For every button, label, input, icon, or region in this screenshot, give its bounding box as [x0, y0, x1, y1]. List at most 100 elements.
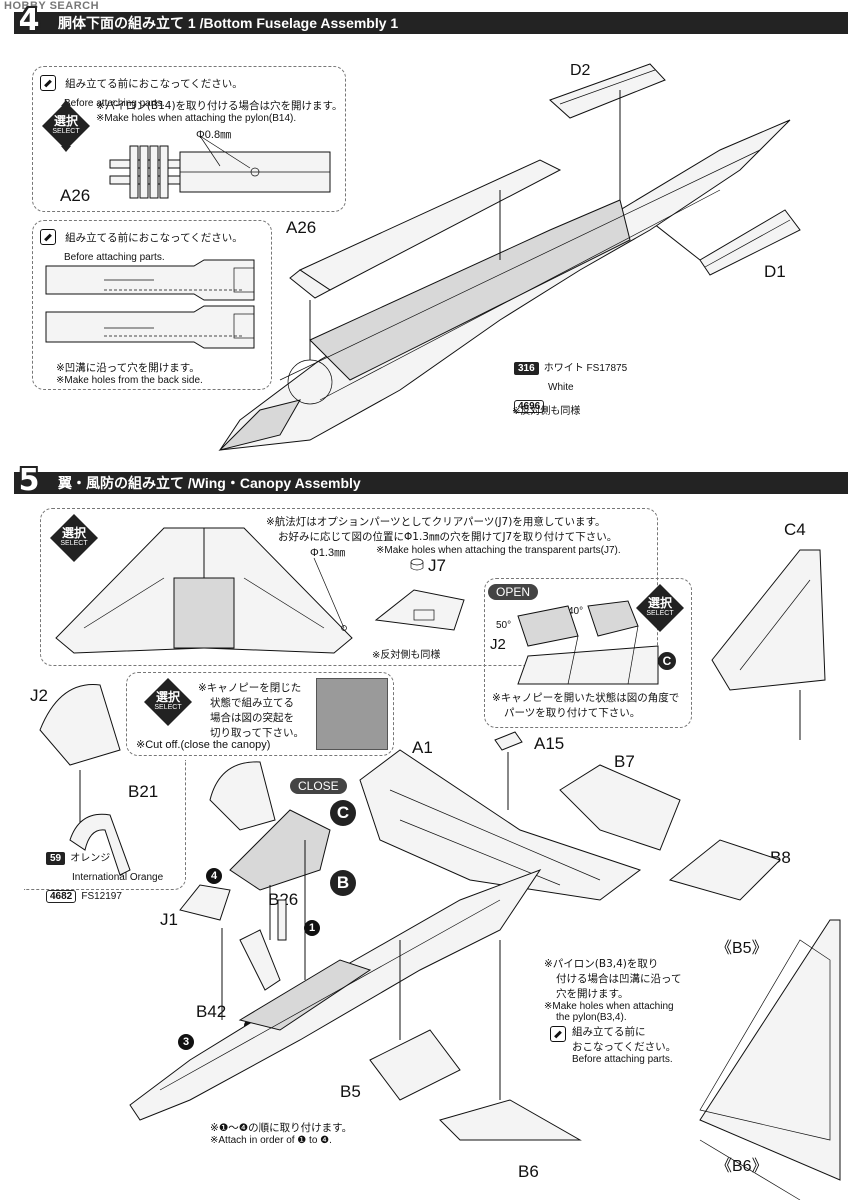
label-d1: D1 [764, 262, 786, 281]
open-select-en: SELECT [646, 610, 674, 617]
pylon-note-jp2: 付ける場合は凹溝に沿って [556, 973, 682, 985]
order-marker-4: 4 [206, 868, 222, 884]
paint-code-316: 316 [514, 362, 539, 375]
step4-opposite-note: ※反対側も同様 [512, 406, 581, 417]
step4-box2-note: 組み立てる前におこなってください。 Before attaching parts… [40, 226, 243, 264]
open-note-jp2: パーツを取り付けて下さい。 [504, 707, 641, 719]
label-a26: A26 [286, 218, 317, 237]
open-canopy-note: ※キャノピーを開いた状態は図の角度で パーツを取り付けて下さい。 [492, 690, 679, 720]
open-label: OPEN [488, 584, 539, 600]
label-j2: J2 [30, 686, 48, 705]
select-badge-icon [144, 678, 192, 726]
select-badge-icon [50, 514, 98, 562]
label-b5: B5 [340, 1082, 361, 1101]
bottom-fuselage-assembly-drawing [218, 63, 801, 451]
pylon-b34-note: ※パイロン(B3,4)を取り 付ける場合は凹溝に沿って 穴を開けます。 ※Mak… [544, 956, 681, 1023]
step5-title: 翼・風防の組み立て /Wing・Canopy Assembly [58, 475, 361, 491]
assembly-c-marker: C [658, 652, 676, 670]
step4-box1-note-en: Before attaching parts. [64, 98, 165, 109]
b21-paint-box [24, 760, 186, 890]
wing-select-jp: 選択 [61, 526, 86, 540]
step4-holes-jp: ※凹溝に沿って穴を開けます。 [56, 362, 200, 374]
watermark-text: HOBBY SEARCH [4, 0, 100, 12]
wing-canopy-assembly-drawing [39, 549, 841, 1200]
pylon-note-en1: ※Make holes when attaching [544, 1001, 674, 1012]
pylon-pre-jp1: 組み立てる前に [572, 1026, 646, 1038]
order-marker-3: 3 [178, 1034, 194, 1050]
step4-box2-note-jp: 組み立てる前におこなってください。 [65, 232, 243, 244]
step4-title: 胴体下面の組み立て 1 /Bottom Fuselage Assembly 1 [58, 15, 399, 31]
step5-header: 5 翼・風防の組み立て /Wing・Canopy Assembly [14, 464, 848, 498]
paint-name-orange-en: International Orange [72, 872, 164, 883]
label-b5-bracket: 《B5》 [716, 940, 768, 957]
label-b42: B42 [196, 1002, 227, 1021]
wing-select-en: SELECT [60, 540, 88, 547]
tool-icon [550, 1026, 566, 1042]
canopy-photo [316, 678, 388, 750]
close-label: CLOSE [290, 778, 347, 794]
angle-50: 50° [496, 620, 512, 631]
step5-paint-callout: 59 オレンジ International Orange 4682 FS1219… [46, 846, 163, 903]
pylon-pre-jp2: おこなってください。 [572, 1041, 677, 1053]
pylon-pre-note: 組み立てる前に おこなってください。 Before attaching part… [550, 1024, 676, 1065]
step4-select-jp: 選択 [53, 114, 78, 128]
step4-pylon-note: ※パイロン(B14)を取り付ける場合は穴を開けます。 ※Make holes w… [96, 98, 343, 124]
wing-underside-drawing [55, 527, 353, 654]
label-b6: B6 [518, 1162, 539, 1181]
step4-number: 4 [18, 3, 40, 38]
step4-pylon-jp: ※パイロン(B14)を取り付ける場合は穴を開けます。 [96, 100, 343, 112]
step4-holes-en: ※Make holes from the back side. [56, 375, 203, 386]
paint-code-4696: 4696 [514, 400, 545, 413]
watermark-logo: HOBBY SEARCH [4, 0, 99, 12]
open-note-jp1: ※キャノピーを開いた状態は図の角度で [492, 692, 680, 704]
closed-note-jp3: 場合は図の突起を [210, 712, 294, 724]
wing-note: ※航法灯はオプションパーツとしてクリアパーツ(J7)を用意しています。 お好みに… [266, 514, 617, 544]
select-badge-icon [42, 100, 90, 152]
open-select-jp: 選択 [647, 596, 672, 610]
step4-note-box-pylon [32, 66, 346, 212]
open-canopy-drawing [517, 600, 659, 685]
step5-number: 5 [18, 463, 40, 498]
wing-note-en: ※Make holes when attaching the transpare… [376, 545, 621, 556]
angle-40: 40° [568, 606, 584, 617]
pylon-part-drawing [109, 135, 331, 199]
step4-header: 4 胴体下面の組み立て 1 /Bottom Fuselage Assembly … [14, 4, 848, 38]
j7-clear-part-icon [410, 558, 424, 571]
wing-note-jp1: ※航法灯はオプションパーツとしてクリアパーツ(J7)を用意しています。 [266, 516, 606, 528]
step4-paint-callout: 316 ホワイト FS17875 White 4696 [514, 356, 627, 413]
closed-note-jp1: ※キャノピーを閉じた [198, 682, 302, 694]
wing-note-jp2: お好みに応じて図の位置にΦ1.3㎜の穴を開けてJ7を取り付けて下さい。 [278, 531, 618, 543]
closed-canopy-note-box [126, 672, 394, 756]
paint-name-orange-jp: オレンジ [70, 853, 111, 864]
step4-box1-note: 組み立てる前におこなってください。 Before attaching parts… [40, 72, 243, 110]
label-a15: A15 [534, 734, 565, 753]
label-j1: J1 [160, 910, 178, 929]
paint-name-jp: ホワイト FS17875 [543, 363, 628, 374]
step4-note-box-holes [32, 220, 272, 390]
step4-box2-note-en: Before attaching parts. [64, 252, 165, 263]
paint-name-en: White [548, 382, 574, 393]
navlight-detail-drawing [374, 589, 465, 631]
pylon-note-jp1: ※パイロン(B3,4)を取り [544, 958, 659, 970]
label-c4: C4 [784, 520, 806, 539]
wing-opposite-note: ※反対側も同様 [372, 650, 441, 661]
assembly-b-marker: B [330, 870, 356, 896]
step4-select-en: SELECT [52, 128, 80, 135]
label-d2: D2 [570, 62, 591, 79]
tool-icon [40, 228, 56, 245]
closed-canopy-en: ※Cut off.(close the canopy) [136, 739, 271, 751]
order-note-en: ※Attach in order of ❶ to ❹. [210, 1135, 332, 1146]
closed-canopy-note: ※キャノピーを閉じた 状態で組み立てる 場合は図の突起を 切り取って下さい。 [198, 680, 304, 740]
step4-box1-part-a26: A26 [60, 186, 91, 205]
step4-box1-note-jp: 組み立てる前におこなってください。 [65, 78, 243, 90]
closed-select-en: SELECT [154, 704, 182, 711]
assembly-c-marker-large: C [330, 800, 356, 826]
label-a1: A1 [412, 738, 433, 757]
fuselage-underside-drawing [45, 259, 255, 349]
pylon-note-en2: the pylon(B3,4). [556, 1012, 627, 1023]
paint-code-59: 59 [46, 852, 66, 865]
paint-fs-code: FS12197 [81, 891, 122, 902]
step4-pylon-en: ※Make holes when attaching the pylon(B14… [96, 113, 297, 124]
closed-note-jp2: 状態で組み立てる [210, 697, 294, 709]
label-b7: B7 [614, 752, 635, 771]
